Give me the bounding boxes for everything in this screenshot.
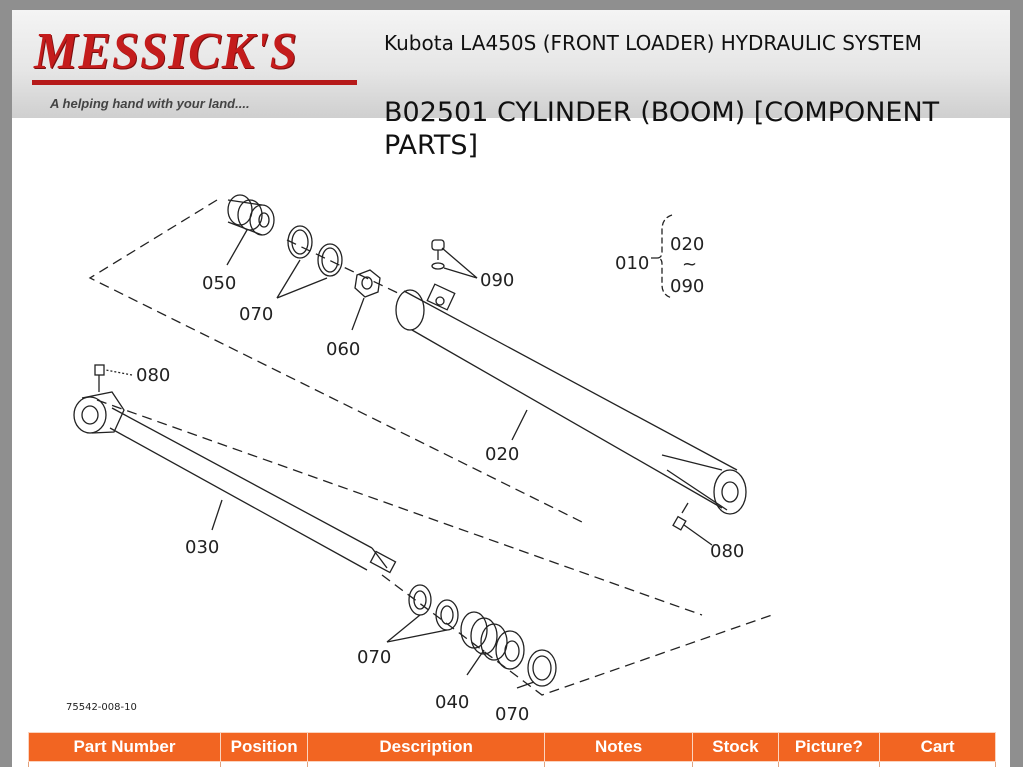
logo-tagline: A helping hand with your land.... — [50, 96, 250, 111]
logo-wordmark: MESSICK'S — [34, 23, 298, 80]
header-banner: MESSICK'S A helping hand with your land.… — [12, 10, 1010, 118]
piston-rod-030 — [73, 391, 397, 574]
parts-table: Part Number Position Description Notes S… — [28, 732, 996, 767]
label-080-top: 080 — [136, 365, 170, 386]
col-stock[interactable]: Stock — [692, 732, 779, 762]
parts-diagram: 050 070 060 090 010 020 ~ 090 080 020 03… — [22, 170, 782, 725]
assembly-outline-bottom — [96, 399, 703, 616]
messicks-logo[interactable]: MESSICK'S A helping hand with your land.… — [32, 20, 362, 115]
gland-050 — [227, 194, 275, 236]
col-part-number[interactable]: Part Number — [28, 732, 221, 762]
col-description[interactable]: Description — [307, 732, 545, 762]
col-notes[interactable]: Notes — [543, 732, 694, 762]
label-030: 030 — [185, 537, 219, 558]
seal-ring-070-b — [317, 243, 343, 277]
label-070-top: 070 — [239, 304, 273, 325]
col-picture[interactable]: Picture? — [777, 732, 881, 762]
nut-060 — [354, 269, 381, 298]
seal-ring-070-d — [435, 599, 459, 631]
grease-nipple-080-b — [672, 502, 689, 531]
label-090: 090 — [480, 270, 514, 291]
diagram-title: B02501 CYLINDER (BOOM) [COMPONENT PARTS] — [384, 97, 940, 161]
label-key-020: 020 — [670, 234, 704, 255]
grease-nipple-080-a — [94, 364, 105, 392]
diagram-ref-code: 75542-008-10 — [66, 702, 137, 713]
parts-table-header: Part Number Position Description Notes S… — [28, 732, 996, 762]
label-020: 020 — [485, 444, 519, 465]
parts-diagram-svg: 050 070 060 090 010 020 ~ 090 080 020 03… — [66, 194, 773, 725]
label-040: 040 — [435, 692, 469, 713]
assembly-axis-bottom — [381, 574, 773, 696]
label-010: 010 — [615, 253, 649, 274]
label-key-090: 090 — [670, 276, 704, 297]
label-060: 060 — [326, 339, 360, 360]
page: MESSICK'S A helping hand with your land.… — [12, 10, 1010, 767]
label-key-tilde: ~ — [682, 254, 697, 275]
system-title: Kubota LA450S (FRONT LOADER) HYDRAULIC S… — [384, 31, 922, 55]
assembly-outline-top — [88, 199, 583, 523]
piston-040 — [460, 611, 525, 670]
label-080-right: 080 — [710, 541, 744, 562]
col-position[interactable]: Position — [219, 732, 309, 762]
table-row — [28, 761, 996, 767]
seal-ring-070-a — [287, 225, 313, 259]
cylinder-tube-020 — [395, 283, 747, 515]
bleed-screw-090 — [431, 239, 445, 270]
logo-underline — [32, 80, 357, 85]
label-070-bottom: 070 — [357, 647, 391, 668]
label-050: 050 — [202, 273, 236, 294]
seal-ring-070-e — [527, 649, 557, 687]
col-cart[interactable]: Cart — [879, 732, 996, 762]
seal-ring-070-c — [408, 584, 432, 616]
label-070-end: 070 — [495, 704, 529, 725]
